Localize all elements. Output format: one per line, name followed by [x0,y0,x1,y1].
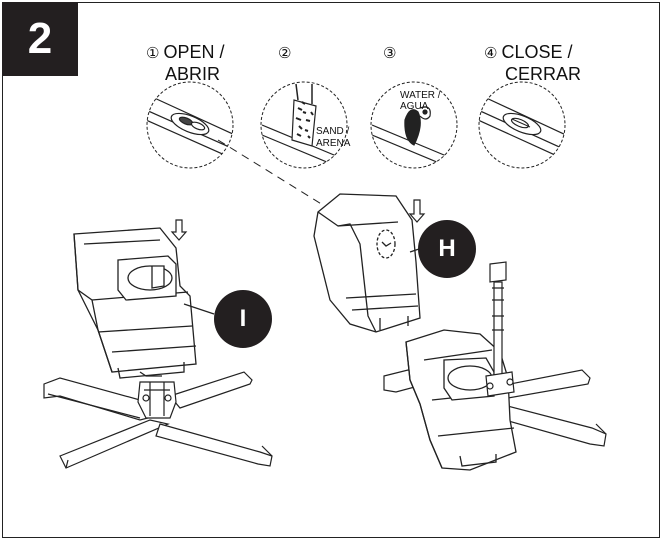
leader-i [183,303,215,315]
agua-label: AGUA [400,101,429,112]
step-1-label-es: ABRIR [165,64,221,84]
detail-circle-water [370,81,458,169]
callout-i: I [214,290,272,348]
arrow-down-right-icon [408,199,426,223]
right-base-weight [405,329,517,471]
detail-circle-open [146,81,234,169]
right-umbrella-pole [485,261,515,397]
sand-label: SAND / [316,126,350,137]
left-pole-bracket [137,381,177,419]
diagram-frame [2,2,660,538]
step-number-badge: 2 [2,2,78,76]
detail-circle-close [478,81,566,169]
right-base-cap [313,193,421,333]
arena-label: ARENA [316,138,351,149]
step-4-label-es: CERRAR [505,64,582,84]
detail-circle-sand [260,81,348,169]
water-label: WATER / [400,90,441,101]
step-3-label: ③ [383,44,397,62]
left-cross-base [43,371,273,469]
leader-line [217,139,387,245]
step-2-label: ② [278,44,292,62]
arrow-down-left-icon [170,219,188,241]
left-base-weight [73,227,197,379]
callout-h: H [418,220,476,278]
